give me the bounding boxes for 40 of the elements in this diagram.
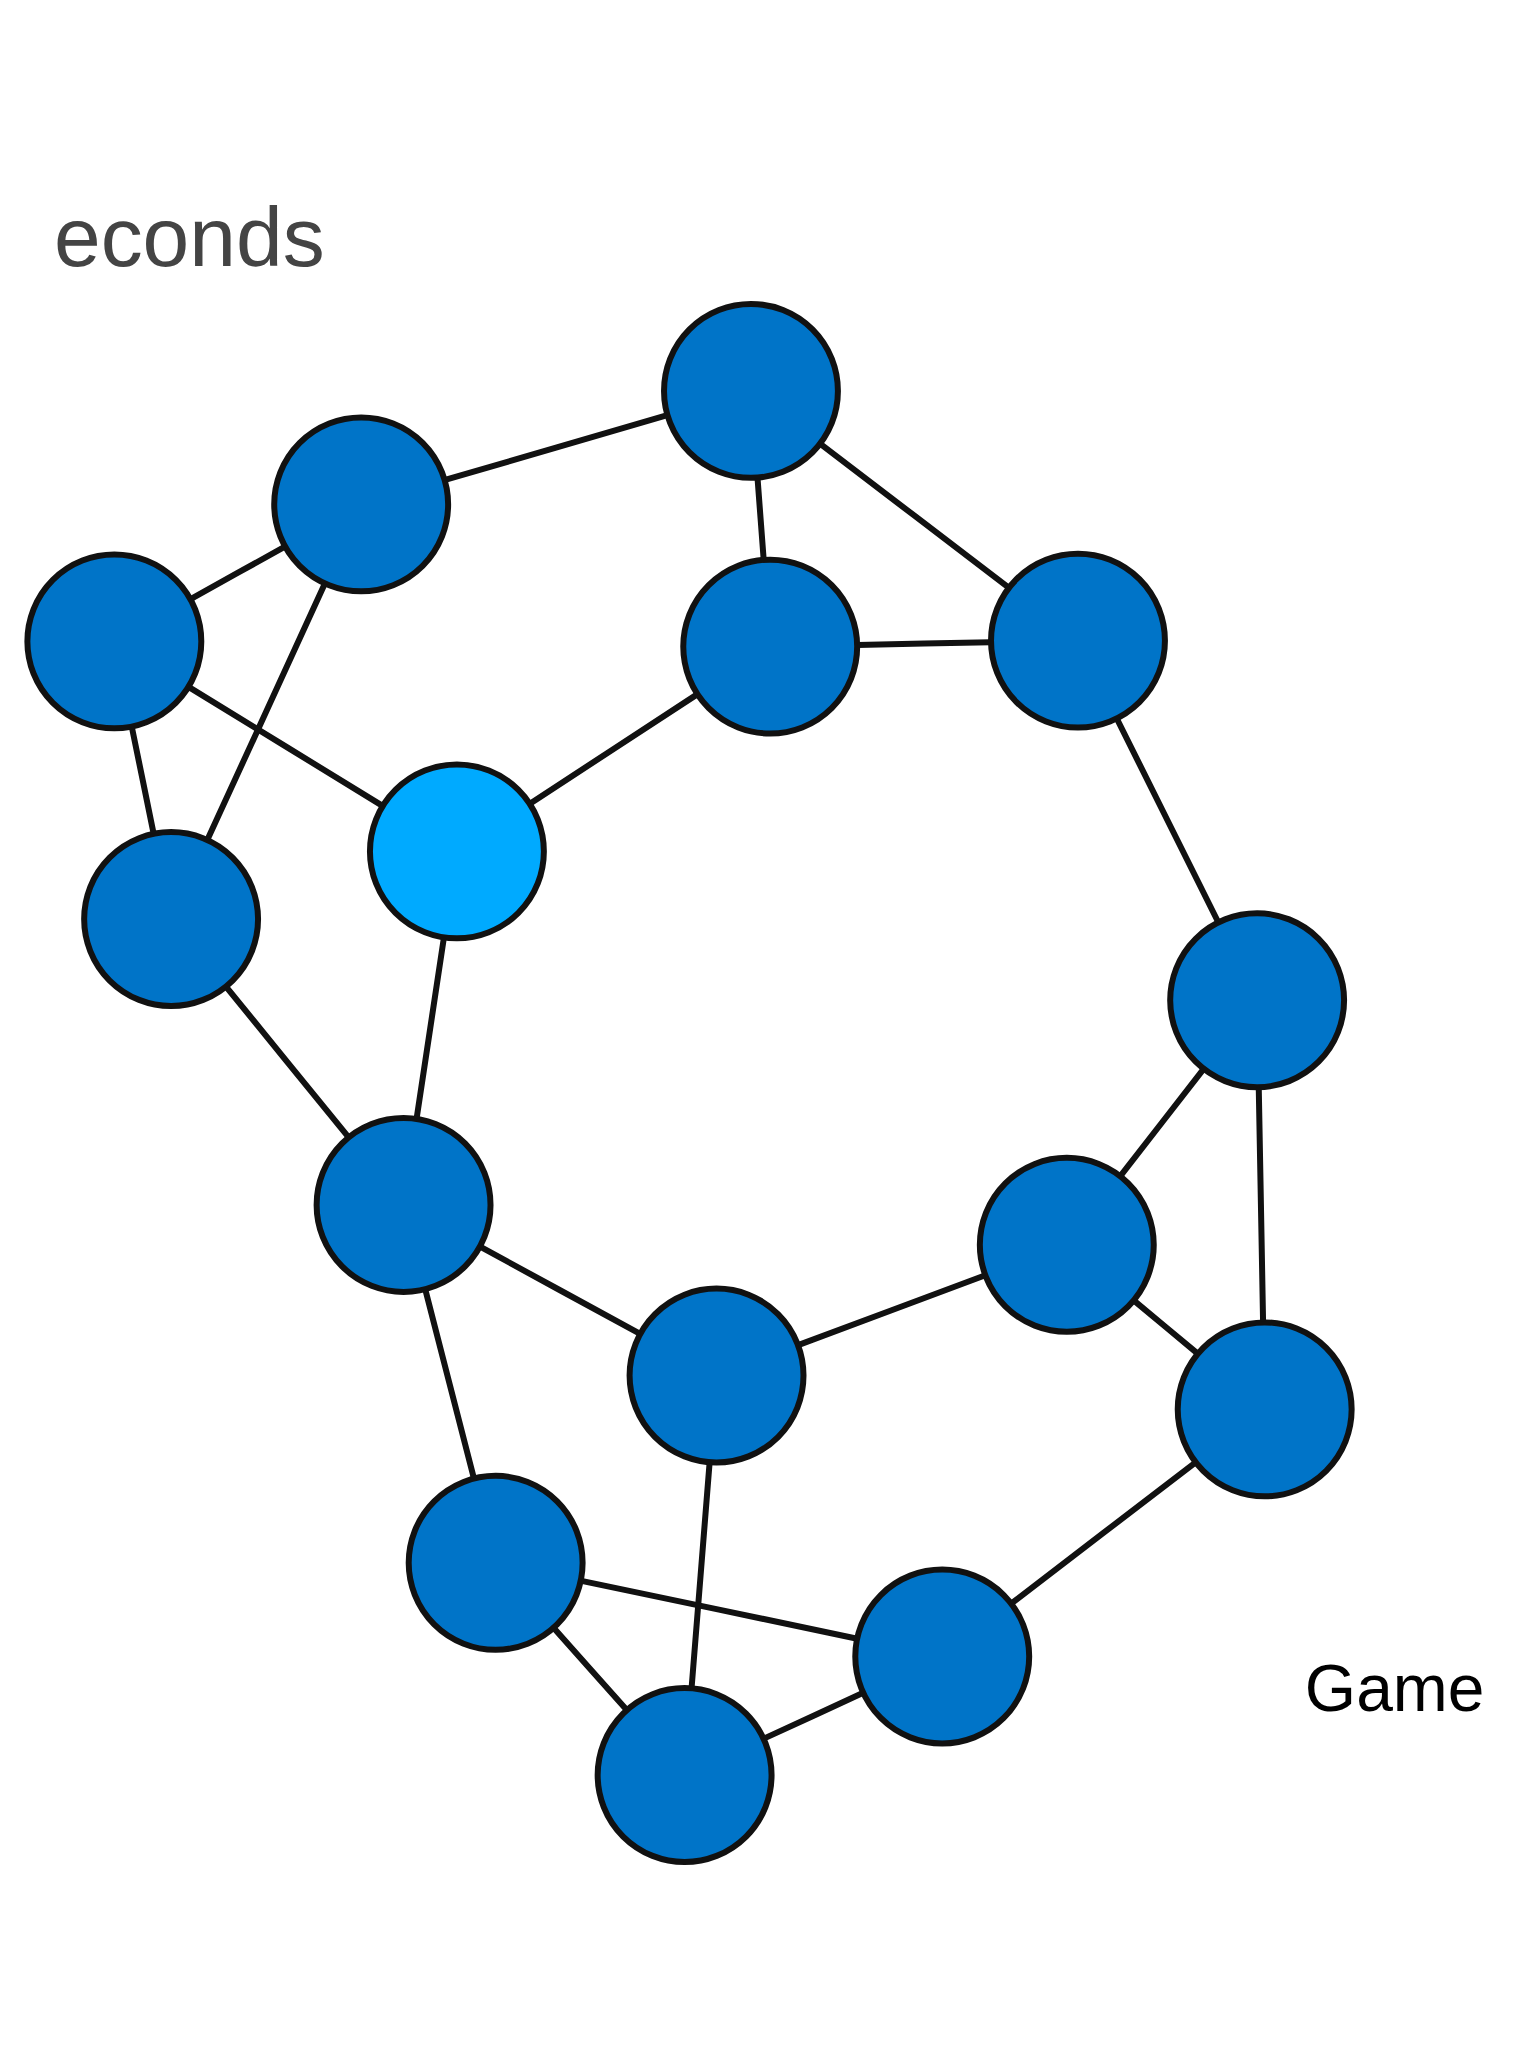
connector bbox=[128, 725, 157, 834]
node-circle bbox=[976, 1154, 1157, 1335]
node-circle bbox=[680, 556, 861, 737]
connector bbox=[189, 543, 286, 601]
connector bbox=[552, 1626, 629, 1712]
connector bbox=[1131, 1297, 1200, 1356]
node-circle bbox=[271, 413, 452, 594]
node-circle bbox=[313, 1114, 494, 1295]
node-circle bbox=[852, 1566, 1033, 1746]
node-circle bbox=[366, 760, 547, 941]
connector bbox=[797, 1272, 986, 1348]
connector bbox=[688, 1462, 713, 1689]
connector bbox=[186, 683, 385, 808]
node-circle bbox=[594, 1684, 775, 1865]
node-circle bbox=[661, 300, 841, 481]
node-circle bbox=[626, 1285, 807, 1465]
connector bbox=[1117, 1067, 1206, 1178]
connector bbox=[762, 1690, 864, 1741]
node-circle bbox=[81, 828, 262, 1009]
connector bbox=[422, 1289, 477, 1479]
connector bbox=[204, 582, 328, 841]
node-circle bbox=[988, 550, 1168, 731]
connector bbox=[1255, 1087, 1267, 1322]
diagram-title: econds bbox=[53, 189, 325, 284]
connector bbox=[818, 441, 1011, 590]
label: Game bbox=[1304, 1650, 1485, 1725]
connector bbox=[528, 691, 699, 806]
connector bbox=[445, 411, 669, 483]
node-circle bbox=[1174, 1318, 1355, 1499]
connector bbox=[754, 477, 767, 559]
connector bbox=[1009, 1459, 1198, 1606]
connector bbox=[224, 984, 351, 1139]
node-circle bbox=[24, 550, 205, 731]
connector bbox=[857, 638, 991, 648]
connector bbox=[580, 1577, 857, 1641]
connector bbox=[1114, 716, 1221, 924]
node-circle bbox=[405, 1472, 586, 1653]
connector bbox=[478, 1243, 642, 1336]
connector bbox=[413, 936, 447, 1119]
node-circle bbox=[1167, 909, 1348, 1090]
